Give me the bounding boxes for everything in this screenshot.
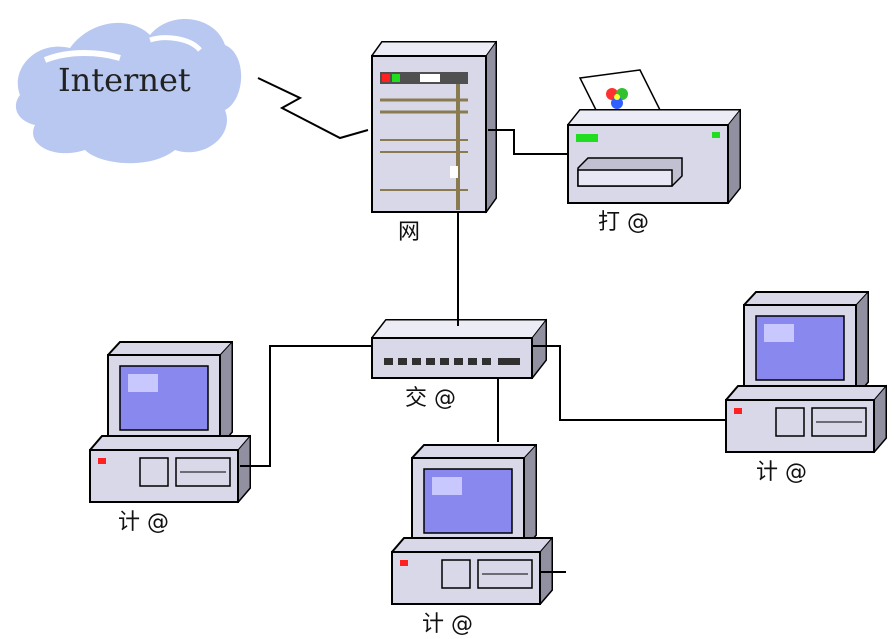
internet-cloud-icon (15, 18, 242, 164)
printer-label: 打 @ (598, 210, 649, 235)
computer-bottom-label: 计 @ (422, 612, 473, 637)
computer-right-label: 计 @ (756, 460, 807, 485)
computer-left-icon (89, 340, 251, 504)
computer-left-label: 计 @ (118, 510, 169, 535)
cable-server-printer (488, 129, 568, 155)
printer-icon (566, 69, 742, 205)
switch-icon (370, 318, 548, 380)
network-cables (240, 129, 726, 573)
computer-right-icon (725, 290, 887, 454)
server-label: 网 (398, 220, 421, 245)
wan-link-lightning-icon (257, 77, 369, 140)
computer-bottom-icon (391, 443, 553, 606)
switch-label: 交 @ (405, 386, 456, 411)
cable-switch-right (532, 345, 726, 421)
server-icon (371, 40, 497, 214)
cable-switch-left (240, 345, 372, 467)
internet-label: Internet (58, 61, 191, 99)
